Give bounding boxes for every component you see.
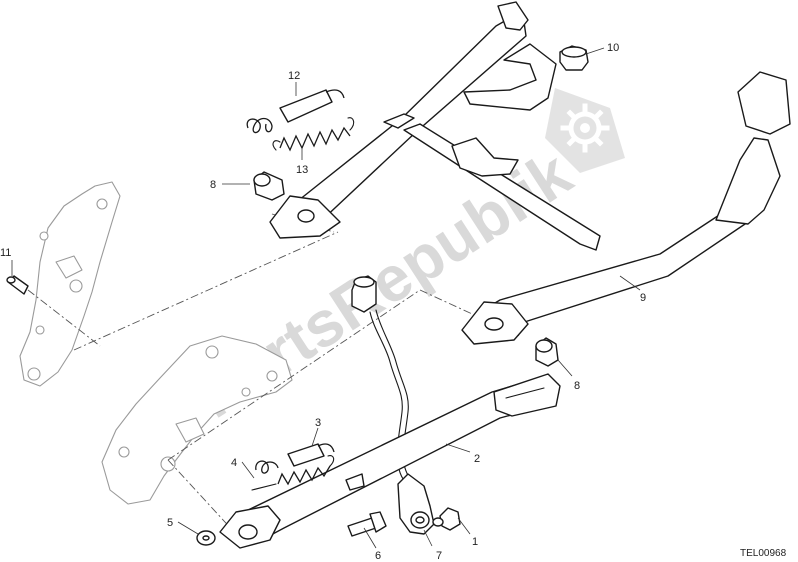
callout-8-upper: 8 xyxy=(210,179,216,191)
frame-bracket-lower xyxy=(101,335,293,505)
frame-bracket-upper xyxy=(19,181,121,387)
center-stand xyxy=(269,1,791,345)
callout-10: 10 xyxy=(607,42,619,54)
callout-2: 2 xyxy=(474,453,480,465)
side-stand xyxy=(219,373,561,549)
callout-9: 9 xyxy=(640,292,646,304)
leader-lines xyxy=(11,47,641,549)
callout-6: 6 xyxy=(375,550,381,562)
spring-13 xyxy=(272,117,355,152)
screw-11 xyxy=(6,275,29,295)
spring-4 xyxy=(251,455,335,491)
drawing-code: TEL00968 xyxy=(740,548,787,559)
callout-11: 11 xyxy=(0,247,11,259)
spring-12 xyxy=(246,89,345,134)
bolt-6 xyxy=(347,511,387,537)
callout-5: 5 xyxy=(167,517,173,529)
pivot-bolt-lower xyxy=(535,337,559,367)
washer-5 xyxy=(196,530,216,546)
callout-8-lower: 8 xyxy=(574,380,580,392)
rubber-stop xyxy=(559,45,589,71)
callout-7: 7 xyxy=(436,550,442,562)
callout-13: 13 xyxy=(296,164,308,176)
side-stand-switch-cable xyxy=(351,275,435,535)
spring-3 xyxy=(255,443,335,474)
callouts: 1 2 3 4 5 6 7 8 8 9 10 11 12 13 xyxy=(0,42,646,562)
gear-icon xyxy=(545,88,625,173)
callout-12: 12 xyxy=(288,70,300,82)
pivot-bolt-upper xyxy=(253,171,285,201)
nut-1 xyxy=(439,507,461,531)
washer-7 xyxy=(432,517,444,527)
callout-3: 3 xyxy=(315,417,321,429)
callout-4: 4 xyxy=(231,457,237,469)
callout-1: 1 xyxy=(472,536,478,548)
